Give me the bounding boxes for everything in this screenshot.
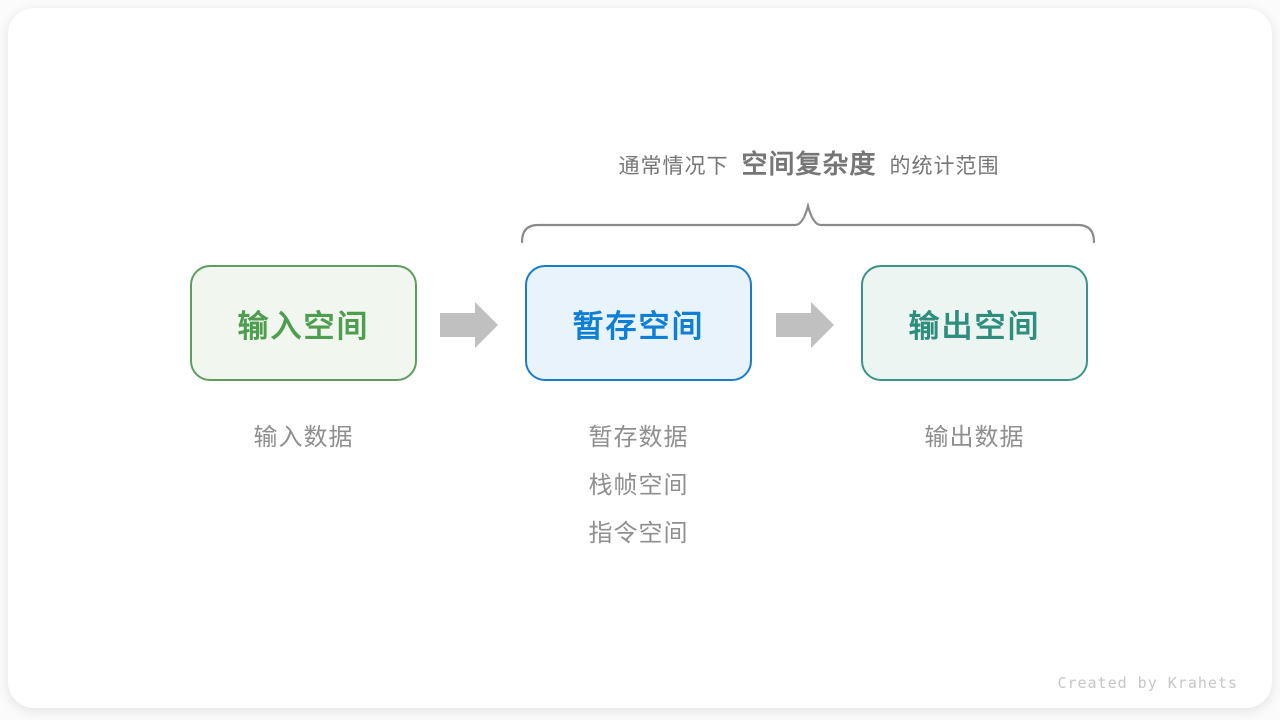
caption-prefix: 通常情况下 xyxy=(618,155,729,178)
input-notes: 输入数据 xyxy=(190,414,417,462)
input-space-label: 输入空间 xyxy=(237,308,370,344)
buffer-space-box: 暂存空间 xyxy=(525,265,752,381)
input-space-box: 输入空间 xyxy=(190,265,417,381)
note-line: 暂存数据 xyxy=(588,424,689,451)
output-notes: 输出数据 xyxy=(861,414,1088,462)
note-line: 输入数据 xyxy=(253,424,354,451)
caption-suffix: 的统计范围 xyxy=(889,155,1000,178)
scope-caption: 通常情况下 空间复杂度 的统计范围 xyxy=(520,144,1098,181)
note-line: 输出数据 xyxy=(924,424,1025,451)
buffer-notes: 暂存数据 栈帧空间 指令空间 xyxy=(525,414,752,558)
output-space-label: 输出空间 xyxy=(908,308,1041,344)
note-line: 栈帧空间 xyxy=(588,472,689,499)
arrow-right-icon xyxy=(776,302,834,348)
diagram-card: 通常情况下 空间复杂度 的统计范围 输入空间 暂存空间 输出空间 输入数据 暂存… xyxy=(8,8,1272,708)
buffer-space-label: 暂存空间 xyxy=(572,308,705,344)
note-line: 指令空间 xyxy=(588,520,689,547)
brace-icon xyxy=(520,201,1096,244)
caption-highlight: 空间复杂度 xyxy=(741,149,877,179)
output-space-box: 输出空间 xyxy=(861,265,1088,381)
arrow-right-icon xyxy=(440,302,498,348)
credit-text: Created by Krahets xyxy=(1057,674,1238,692)
